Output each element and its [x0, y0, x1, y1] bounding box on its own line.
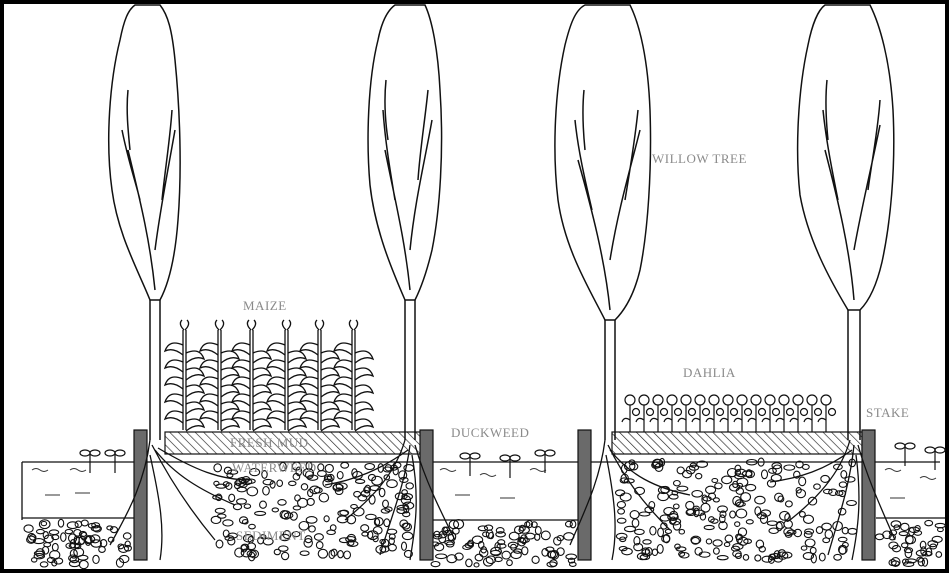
label-dahlia: DAHLIA [683, 365, 736, 381]
label-maize: MAIZE [243, 298, 287, 314]
label-fresh-mud: FRESH MUD [230, 435, 309, 451]
stake-3 [578, 430, 591, 560]
label-sediment: SEDIMENT [236, 528, 306, 544]
label-stake: STAKE [866, 405, 909, 421]
fresh-mud-bed-right [612, 432, 862, 454]
label-duckweed: DUCKWEED [451, 425, 529, 441]
label-willow-tree: WILLOW TREE [652, 151, 747, 167]
stake-2 [420, 430, 433, 560]
label-waterweed: WATERWEED [232, 460, 317, 476]
stake-4 [862, 430, 875, 560]
